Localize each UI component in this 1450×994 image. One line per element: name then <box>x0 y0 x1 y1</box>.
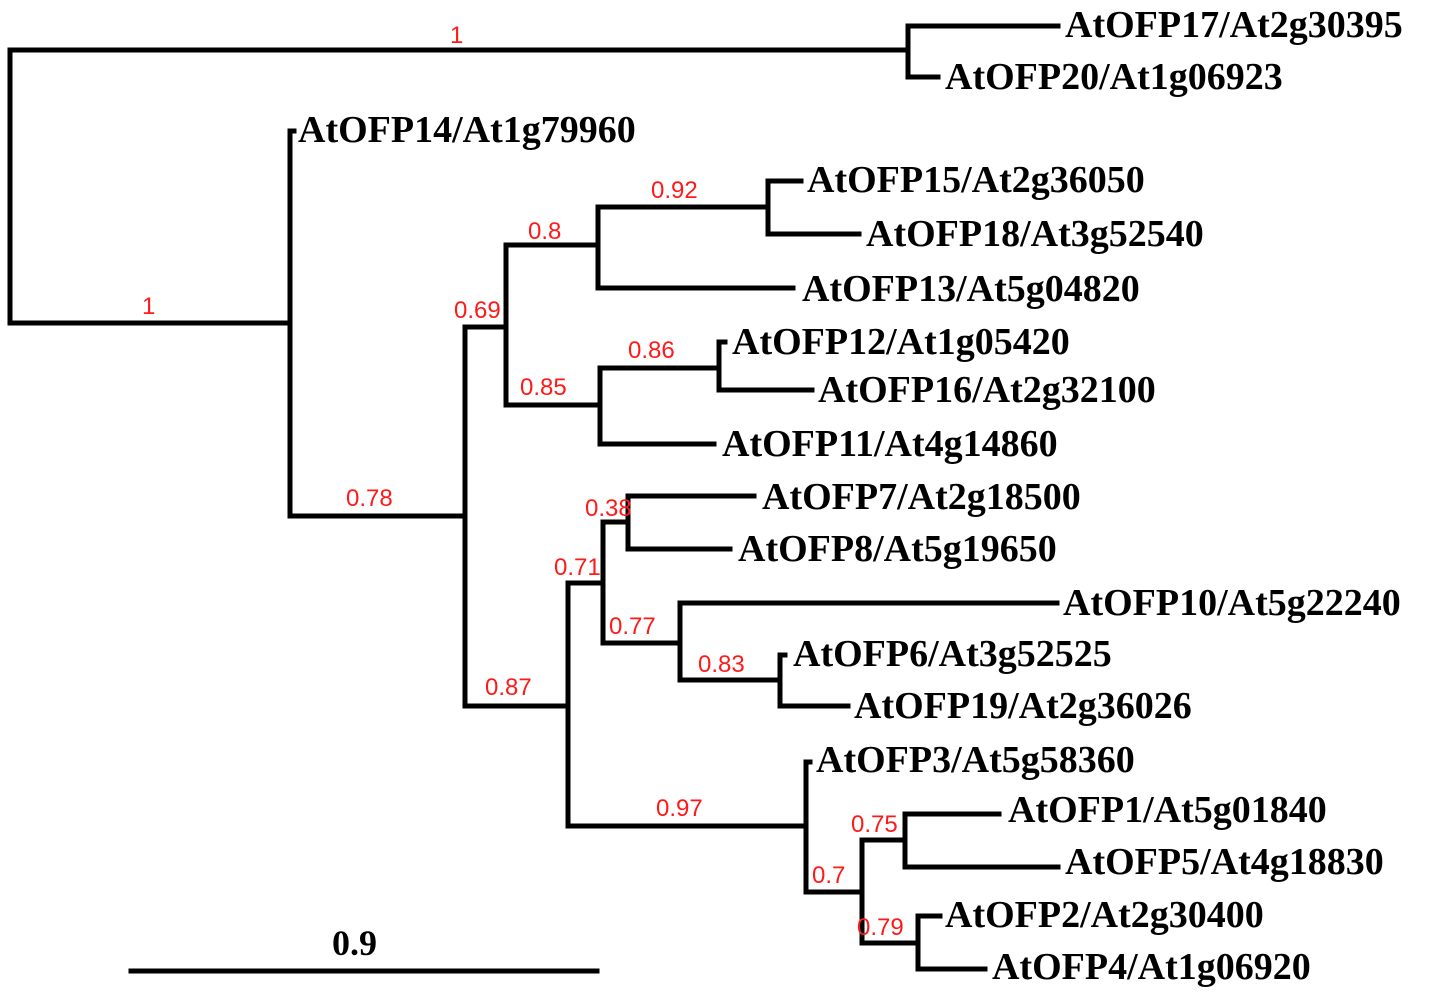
taxon-label: AtOFP12/At1g05420 <box>732 321 1070 363</box>
support-value: 0.87 <box>485 674 532 701</box>
taxon-label: AtOFP16/At2g32100 <box>818 369 1156 411</box>
support-value: 0.7 <box>812 862 845 889</box>
tree-branches <box>7 23 1061 972</box>
taxon-label: AtOFP15/At2g36050 <box>807 159 1145 201</box>
scale-bar-label: 0.9 <box>332 923 377 963</box>
support-value: 0.83 <box>698 651 745 678</box>
taxon-label: AtOFP8/At5g19650 <box>738 528 1057 570</box>
taxon-label: AtOFP14/At1g79960 <box>298 109 636 151</box>
support-values: 1 1 0.92 0.8 0.69 0.86 0.85 0.78 0.38 0.71 0.77 0.8… <box>142 22 904 941</box>
support-value: 0.75 <box>851 811 898 838</box>
taxon-label: AtOFP17/At2g30395 <box>1065 4 1403 46</box>
support-value: 0.77 <box>609 613 656 640</box>
taxon-label: AtOFP4/At1g06920 <box>992 946 1311 988</box>
taxon-label: AtOFP7/At2g18500 <box>762 476 1081 518</box>
taxon-label: AtOFP19/At2g36026 <box>854 685 1192 727</box>
support-value: 0.85 <box>520 374 567 401</box>
taxon-label: AtOFP18/At3g52540 <box>866 213 1204 255</box>
support-value: 0.38 <box>585 495 632 522</box>
support-value: 0.78 <box>346 485 393 512</box>
support-value: 1 <box>142 293 155 320</box>
taxon-labels: AtOFP17/At2g30395AtOFP20/At1g06923AtOFP1… <box>298 4 1403 988</box>
taxon-label: AtOFP5/At4g18830 <box>1065 841 1384 883</box>
support-value: 0.86 <box>628 337 675 364</box>
support-value: 0.97 <box>656 795 703 822</box>
taxon-label: AtOFP1/At5g01840 <box>1008 789 1327 831</box>
support-value: 1 <box>450 22 463 49</box>
support-value: 0.69 <box>454 297 501 324</box>
support-value: 0.92 <box>651 177 698 204</box>
taxon-label: AtOFP10/At5g22240 <box>1063 582 1401 624</box>
scale-bar: 0.9 <box>128 923 600 974</box>
support-value: 0.8 <box>528 218 561 245</box>
taxon-label: AtOFP3/At5g58360 <box>816 739 1135 781</box>
taxon-label: AtOFP13/At5g04820 <box>802 268 1140 310</box>
support-value: 0.71 <box>554 554 601 581</box>
taxon-label: AtOFP6/At3g52525 <box>793 633 1112 675</box>
taxon-label: AtOFP20/At1g06923 <box>945 56 1283 98</box>
support-value: 0.79 <box>857 914 904 941</box>
taxon-label: AtOFP2/At2g30400 <box>945 894 1264 936</box>
taxon-label: AtOFP11/At4g14860 <box>722 423 1058 465</box>
